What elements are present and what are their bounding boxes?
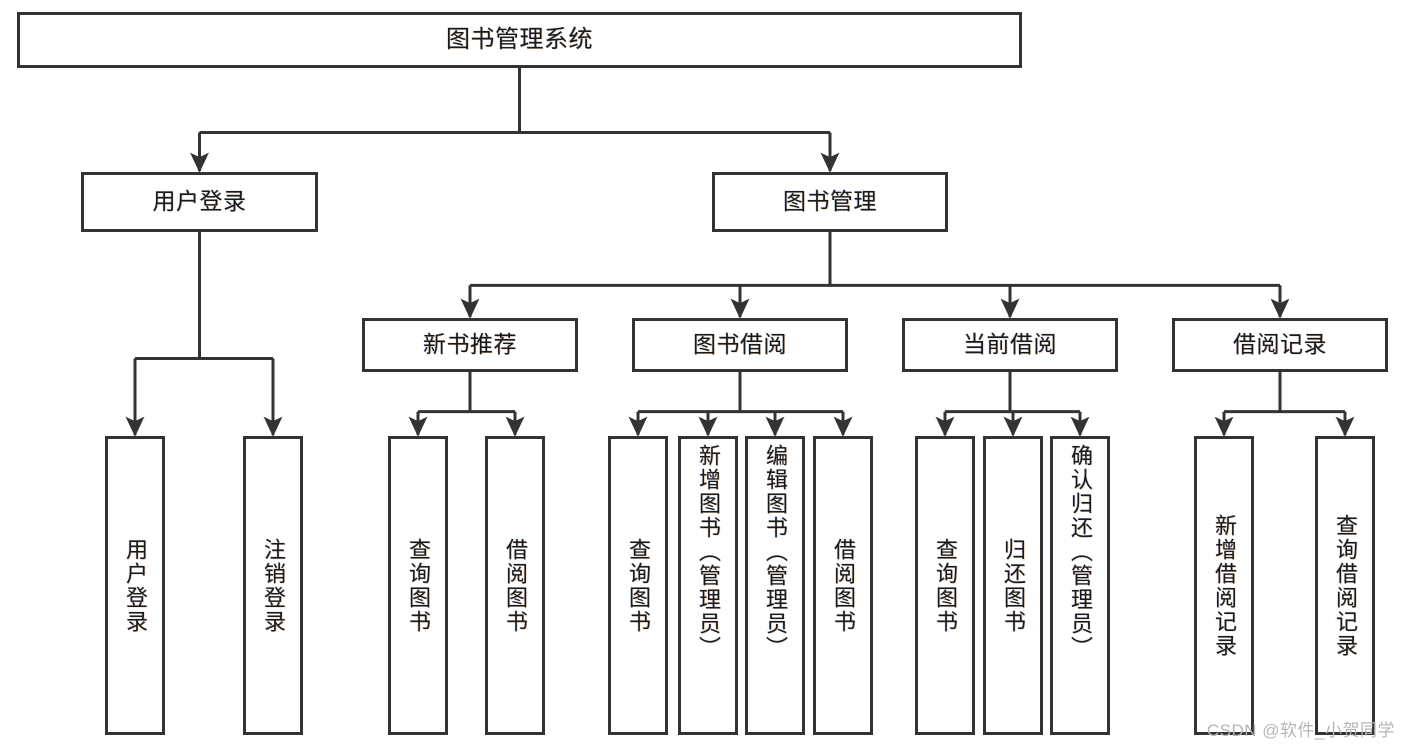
csdn-watermark: CSDN @软件_小贺同学 [1206, 721, 1395, 740]
node-book-manage-label: 图书管理 [783, 188, 877, 215]
node-leaf-add-borrow-record-label: 新增借阅记录 [1211, 513, 1237, 658]
node-leaf-borrow-book[interactable]: 借阅图书 [813, 436, 873, 735]
node-leaf-query-book-borrow[interactable]: 查询图书 [608, 436, 668, 735]
node-current-borrow-label: 当前借阅 [963, 331, 1057, 358]
node-leaf-borrow-book-label: 借阅图书 [830, 537, 856, 634]
node-leaf-logout-login-label: 注销登录 [260, 537, 286, 634]
node-root[interactable]: 图书管理系统 [17, 12, 1022, 68]
node-leaf-query-book-borrow-label: 查询图书 [625, 537, 651, 634]
node-book-manage[interactable]: 图书管理 [712, 172, 948, 232]
node-borrow-record-label: 借阅记录 [1233, 331, 1327, 358]
node-user-login[interactable]: 用户登录 [81, 172, 318, 232]
node-root-label: 图书管理系统 [446, 25, 593, 53]
node-current-borrow[interactable]: 当前借阅 [902, 318, 1118, 372]
node-leaf-borrow-book-rec-label: 借阅图书 [502, 537, 528, 634]
node-leaf-add-borrow-record[interactable]: 新增借阅记录 [1194, 436, 1254, 735]
node-leaf-edit-book-admin[interactable]: 编辑图书（管理员） [745, 436, 805, 735]
node-leaf-add-book-admin-label: 新增图书（管理员） [695, 444, 721, 660]
node-book-borrow[interactable]: 图书借阅 [632, 318, 848, 372]
node-new-book-recommend-label: 新书推荐 [423, 331, 517, 358]
node-leaf-query-book-current-label: 查询图书 [932, 537, 958, 634]
node-leaf-query-borrow-record[interactable]: 查询借阅记录 [1315, 436, 1375, 735]
node-borrow-record[interactable]: 借阅记录 [1172, 318, 1388, 372]
node-leaf-query-book-current[interactable]: 查询图书 [915, 436, 975, 735]
node-book-borrow-label: 图书借阅 [693, 331, 787, 358]
node-leaf-logout-login[interactable]: 注销登录 [243, 436, 303, 735]
node-leaf-add-book-admin[interactable]: 新增图书（管理员） [678, 436, 738, 735]
node-leaf-user-login-label: 用户登录 [122, 537, 148, 634]
node-user-login-label: 用户登录 [152, 188, 247, 215]
node-leaf-edit-book-admin-label: 编辑图书（管理员） [762, 444, 788, 660]
node-leaf-query-book-rec[interactable]: 查询图书 [388, 436, 448, 735]
node-leaf-query-book-rec-label: 查询图书 [405, 537, 431, 634]
node-leaf-return-book[interactable]: 归还图书 [983, 436, 1043, 735]
node-leaf-borrow-book-rec[interactable]: 借阅图书 [485, 436, 545, 735]
node-leaf-confirm-return-admin[interactable]: 确认归还（管理员） [1050, 436, 1110, 735]
node-leaf-confirm-return-admin-label: 确认归还（管理员） [1067, 444, 1093, 660]
node-leaf-user-login[interactable]: 用户登录 [105, 436, 165, 735]
node-leaf-query-borrow-record-label: 查询借阅记录 [1332, 513, 1358, 658]
node-new-book-recommend[interactable]: 新书推荐 [362, 318, 578, 372]
node-leaf-return-book-label: 归还图书 [1000, 537, 1026, 634]
